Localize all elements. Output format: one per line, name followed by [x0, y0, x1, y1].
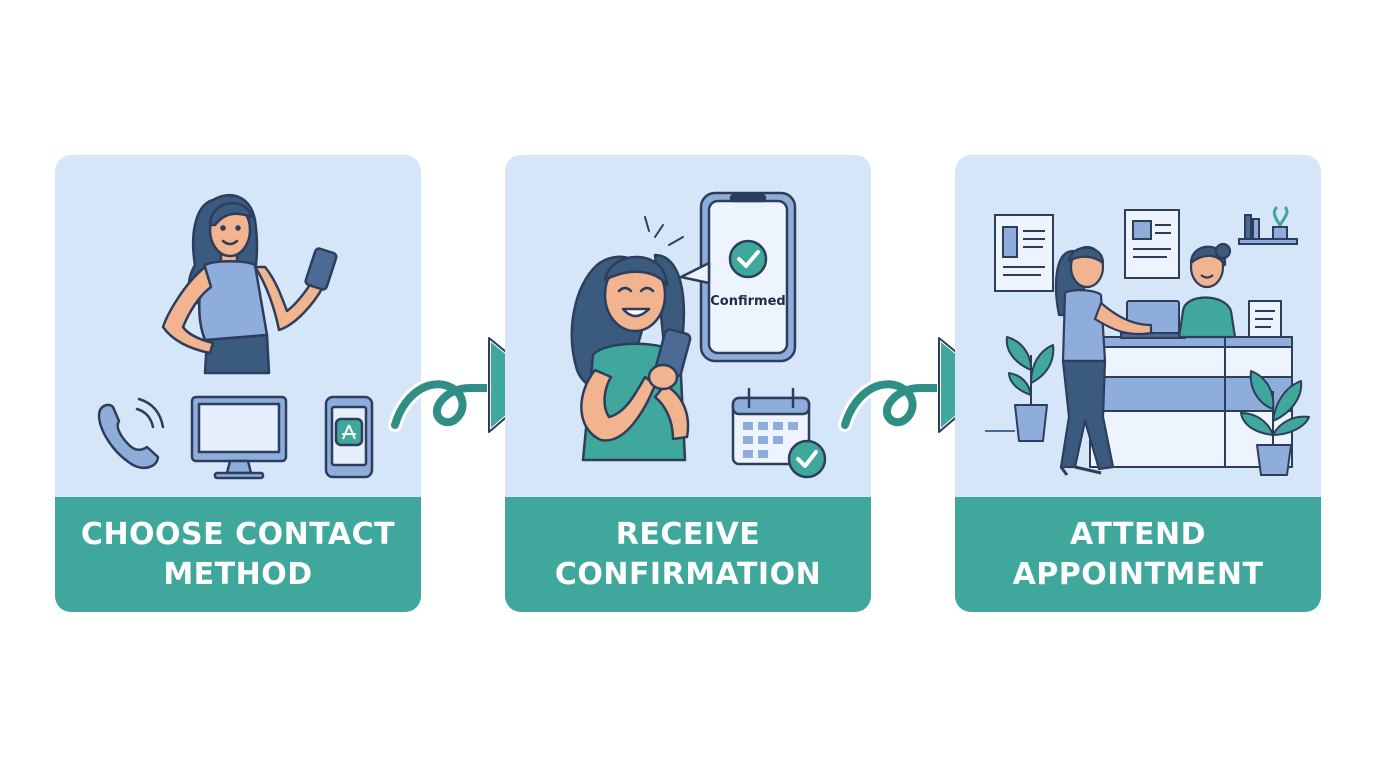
step-2-illustration: Confirmed: [505, 155, 871, 497]
step-card-choose-contact-method: CHOOSE CONTACT METHOD: [55, 155, 421, 612]
step-2-title-line-2: CONFIRMATION: [554, 556, 822, 592]
smartphone-app-icon: [324, 395, 374, 479]
step-1-label: CHOOSE CONTACT METHOD: [55, 497, 421, 612]
step-card-attend-appointment: ATTEND APPOINTMENT: [955, 155, 1321, 612]
step-2-label: RECEIVE CONFIRMATION: [505, 497, 871, 612]
check-circle-icon: [728, 239, 768, 279]
confirmed-bubble-text: Confirmed: [710, 294, 785, 309]
woman-looking-at-phone-illustration: [570, 253, 692, 462]
woman-with-phone-illustration: [161, 193, 338, 375]
step-3-title: ATTEND APPOINTMENT: [1013, 515, 1264, 595]
desktop-monitor-icon: [190, 395, 288, 480]
step-2-title: RECEIVE CONFIRMATION: [555, 515, 821, 595]
step-card-receive-confirmation: Confirmed RECEIVE: [505, 155, 871, 612]
phone-call-icon: [97, 397, 165, 469]
step-1-title: CHOOSE CONTACT METHOD: [81, 515, 395, 595]
step-1-title-line-1: CHOOSE CONTACT: [80, 516, 396, 552]
step-2-title-line-1: RECEIVE: [615, 516, 761, 552]
step-3-title-line-1: ATTEND: [1069, 516, 1206, 552]
potted-plant-icon: [985, 336, 1055, 442]
step-1-illustration: [55, 155, 421, 497]
wall-shelf-icon: [1238, 205, 1298, 245]
wall-poster-icon: [994, 209, 1180, 292]
excitement-lines: [644, 216, 684, 246]
step-3-illustration: [955, 155, 1321, 497]
patient-illustration: [1054, 245, 1153, 476]
phone-confirmation-screen: [679, 191, 797, 363]
receptionist-illustration: [1177, 242, 1237, 339]
step-3-label: ATTEND APPOINTMENT: [955, 497, 1321, 612]
calendar-check-icon: [731, 387, 827, 479]
potted-plant-icon: [1240, 370, 1310, 476]
step-3-title-line-2: APPOINTMENT: [1012, 556, 1264, 592]
step-1-title-line-2: METHOD: [163, 556, 313, 592]
